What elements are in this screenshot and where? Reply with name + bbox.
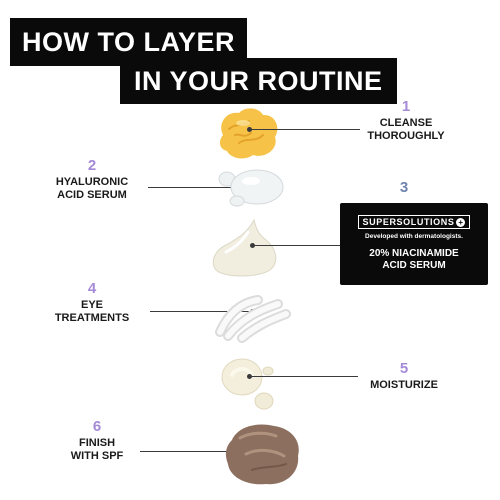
leader-dot-1 [247, 127, 252, 132]
step-2-label-line-2: ACID SERUM [57, 189, 127, 201]
step-6-number: 6 [92, 418, 102, 435]
step-4: 4 EYE TREATMENTS [42, 279, 142, 325]
step-5: 5 MOISTURIZE [364, 359, 444, 392]
leader-line-2 [148, 187, 256, 188]
step-2: 2 HYALURONIC ACID SERUM [42, 156, 142, 202]
step-1: 1 CLEANSE THOROUGHLY [366, 97, 446, 143]
step-3: 3 [384, 178, 424, 198]
leader-line-4 [150, 311, 252, 312]
cleanser-swatch [219, 108, 278, 159]
callout-brand: SUPERSOLUTIONS+ [357, 215, 471, 230]
leader-line-1 [250, 129, 360, 130]
leader-dot-3 [250, 243, 255, 248]
step-2-label-line-1: HYALURONIC [55, 176, 129, 188]
step-1-label-line-2: THOROUGHLY [367, 130, 445, 142]
step-6-label-line-2: WITH SPF [70, 450, 124, 462]
step-1-number: 1 [401, 98, 411, 115]
callout-product-line-1: 20% NIACINAMIDE [369, 248, 459, 259]
eye-treatment-swatch [215, 295, 291, 343]
serum-swatch [218, 169, 284, 207]
title-line-1: HOW TO LAYER [10, 18, 248, 66]
spf-swatch [225, 424, 299, 485]
leader-line-6 [140, 451, 258, 452]
step-4-label-line-1: EYE [80, 299, 103, 311]
callout-tagline: Developed with dermatologists. [365, 233, 463, 240]
step-2-number: 2 [87, 157, 97, 174]
step-4-number: 4 [87, 280, 97, 297]
niacinamide-swatch [212, 218, 277, 277]
callout-brand-text: SUPERSOLUTIONS [362, 217, 455, 227]
step-1-label-line-1: CLEANSE [379, 117, 433, 129]
callout-product-line-2: ACID SERUM [382, 260, 446, 271]
step-6-label-line-1: FINISH [78, 437, 116, 449]
step-6: 6 FINISH WITH SPF [52, 417, 142, 463]
leader-line-5 [250, 376, 358, 377]
product-callout: SUPERSOLUTIONS+ Developed with dermatolo… [340, 203, 488, 285]
title-line-2: IN YOUR ROUTINE [120, 58, 397, 104]
step-5-label-line-1: MOISTURIZE [370, 379, 438, 391]
step-5-number: 5 [399, 360, 409, 377]
step-3-number: 3 [399, 179, 409, 196]
leader-dot-5 [247, 374, 252, 379]
step-4-label-line-2: TREATMENTS [54, 312, 130, 324]
moisturizer-swatch [221, 358, 274, 410]
leader-line-3 [253, 245, 340, 246]
plus-circle-icon: + [456, 218, 466, 228]
